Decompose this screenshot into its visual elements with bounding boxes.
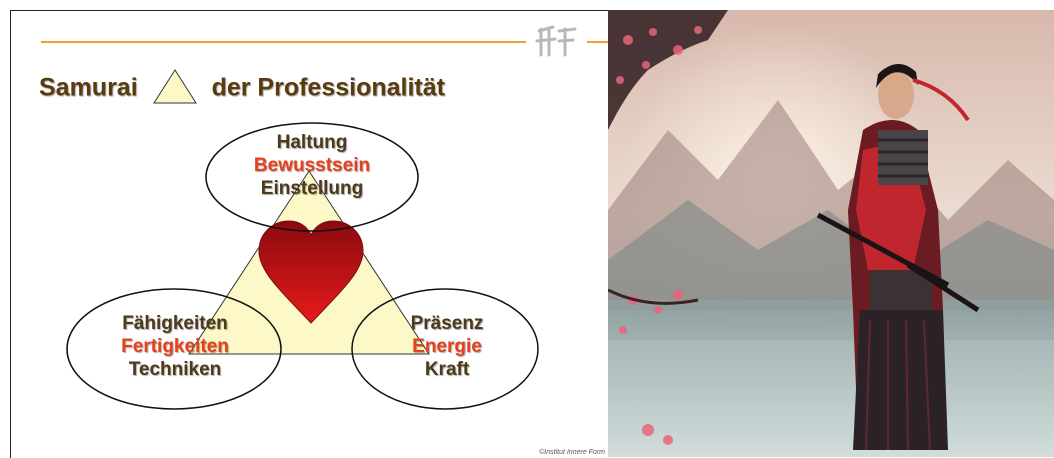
- slide-title: Samurai der Professionalität: [39, 66, 445, 106]
- samurai-figure: [816, 63, 980, 451]
- header-rule: [41, 41, 526, 43]
- top-label-haltung: Haltung: [276, 132, 348, 153]
- left-node-labels: Fähigkeiten Fertigkeiten Techniken: [75, 312, 275, 381]
- title-triangle-icon: [152, 69, 197, 104]
- slide-panel: Samurai der Professionalität Haltung Bew…: [10, 10, 609, 458]
- top-node-labels: Haltung Bewusstsein Einstellung: [212, 131, 412, 200]
- left-ellipse: [66, 288, 282, 410]
- title-word-professionalitaet: der Professionalität: [211, 73, 445, 102]
- title-word-samurai: Samurai: [39, 73, 138, 102]
- samurai-scene-image: [608, 10, 1054, 457]
- left-label-fertigkeiten: Fertigkeiten: [121, 336, 229, 357]
- institute-logo-icon: [532, 22, 582, 60]
- left-label-faehigkeiten: Fähigkeiten: [122, 313, 228, 334]
- top-ellipse: [205, 122, 419, 232]
- samurai-illustration: [608, 10, 1054, 457]
- right-ellipse: [351, 288, 539, 410]
- top-label-einstellung: Einstellung: [260, 178, 364, 199]
- top-label-bewusstsein: Bewusstsein: [253, 155, 371, 176]
- header-rule-end: [587, 41, 609, 43]
- left-label-techniken: Techniken: [128, 359, 222, 380]
- right-label-kraft: Kraft: [424, 359, 470, 380]
- right-label-energie: Energie: [412, 336, 482, 357]
- right-label-praesenz: Präsenz: [410, 313, 484, 334]
- right-node-labels: Präsenz Energie Kraft: [367, 312, 527, 381]
- heart-icon: [258, 220, 364, 324]
- copyright-note: ©Institut Innere Form: [539, 449, 605, 456]
- triangle-diagram: [66, 122, 539, 410]
